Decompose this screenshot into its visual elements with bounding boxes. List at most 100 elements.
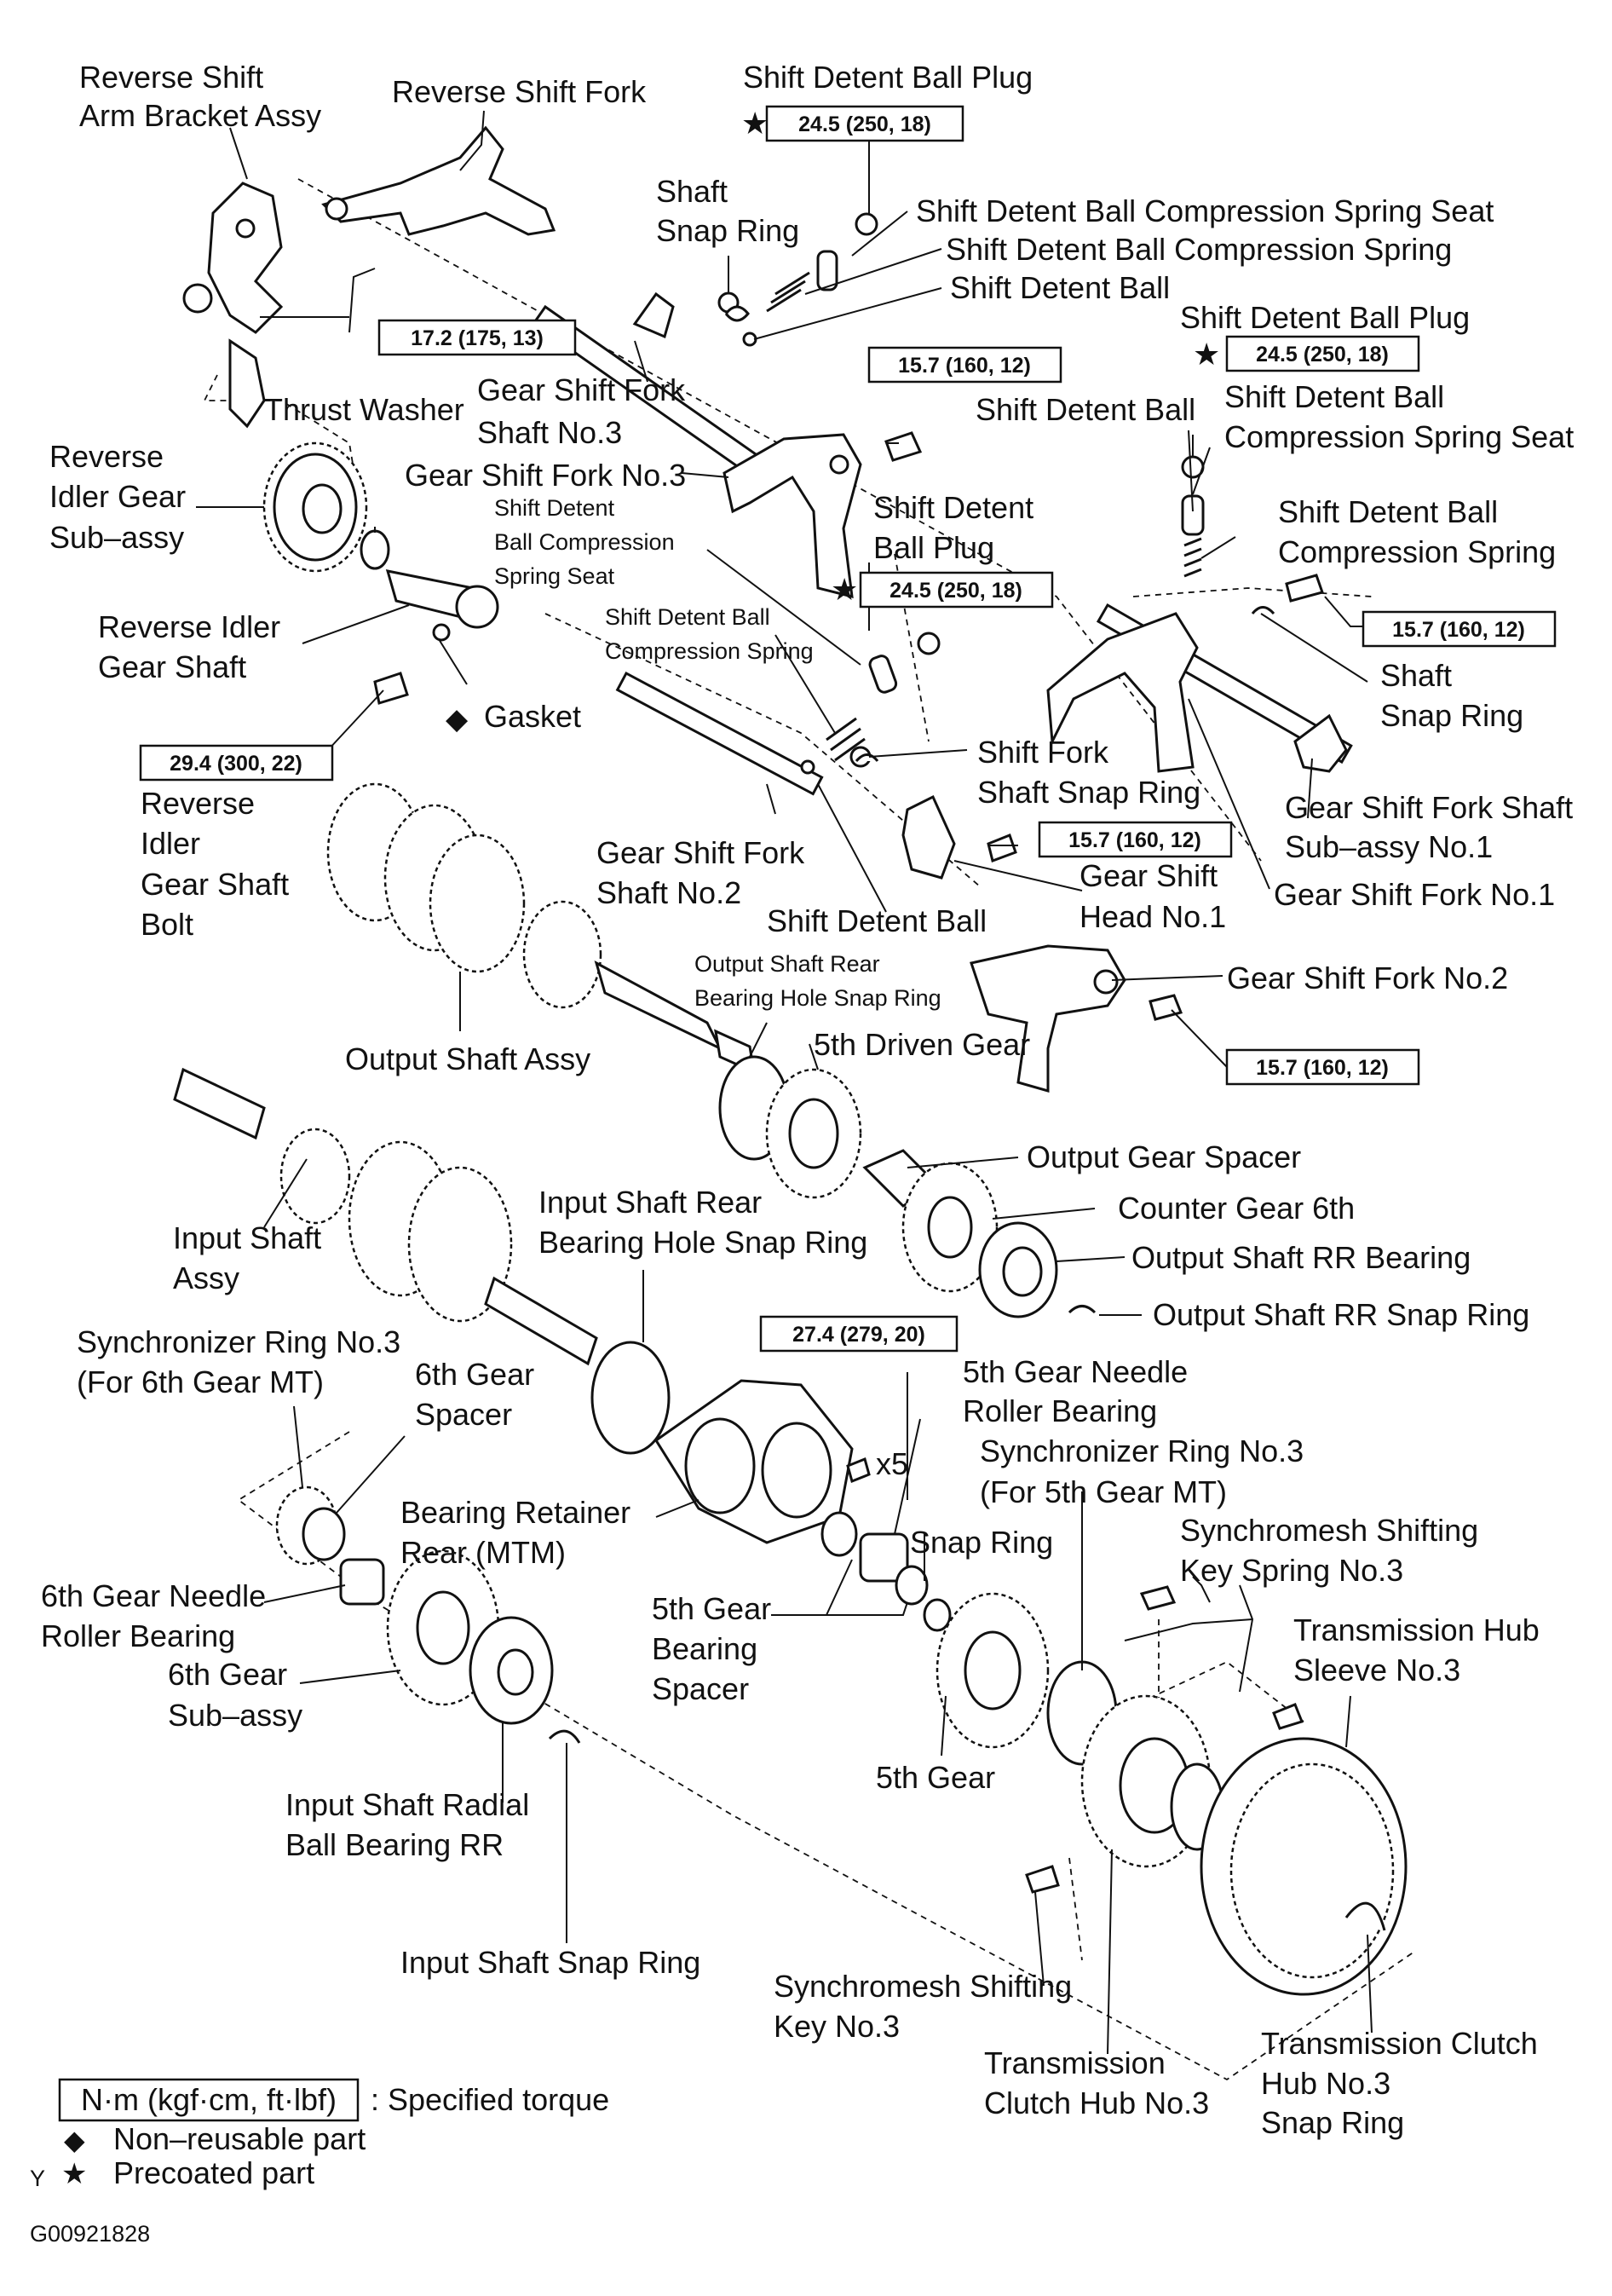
legend-torque-sample: N·m (kgf·cm, ft·lbf)	[81, 2082, 337, 2117]
torque-bracket: 17.2 (175, 13)	[411, 326, 544, 350]
torque-specs: 24.5 (250, 18) 17.2 (175, 13) 15.7 (160,…	[139, 105, 1557, 1353]
label-input-shaft-rear-snap-ring-b: Bearing Hole Snap Ring	[538, 1225, 867, 1260]
label-gear-shift-fork-no2: Gear Shift Fork No.2	[1227, 961, 1508, 995]
label-input-shaft-rear-snap-ring-a: Input Shaft Rear	[538, 1185, 762, 1220]
label-sync-ring-6th-b: (For 6th Gear MT)	[77, 1364, 324, 1399]
label-gear-shift-fork-no1: Gear Shift Fork No.1	[1274, 877, 1555, 912]
label-idler-gear-shaft-bolt-a: Reverse	[141, 786, 255, 821]
reverse-idler-gear-shaft-drawing	[385, 569, 499, 629]
legend: N·m (kgf·cm, ft·lbf) : Specified torque …	[30, 2078, 609, 2247]
label-clutch-hub-snap-ring-b: Hub No.3	[1261, 2066, 1390, 2101]
label-gear-shift-head-no1-a: Gear Shift	[1079, 858, 1218, 893]
part-labels: Reverse Shift Arm Bracket Assy Reverse S…	[41, 60, 1574, 2140]
precoated-star-icon: ★	[1193, 337, 1220, 372]
label-fifth-gear-bearing-spacer-c: Spacer	[652, 1671, 749, 1706]
label-gear-shift-fork-no3: Gear Shift Fork No.3	[405, 458, 686, 493]
label-sync-ring-6th-a: Synchronizer Ring No.3	[77, 1324, 400, 1359]
label-reverse-shift-fork: Reverse Shift Fork	[392, 74, 647, 109]
label-sixth-gear-spacer-a: 6th Gear	[415, 1357, 534, 1392]
legend-star-icon: ★	[61, 2158, 87, 2190]
non-reusable-diamond-icon: ◆	[446, 703, 469, 736]
label-input-shaft-assy-a: Input Shaft	[173, 1220, 321, 1255]
label-bearing-retainer-rear-b: Rear (MTM)	[400, 1535, 566, 1570]
label-gear-shift-fork-shaft-no3-a: Gear Shift Fork	[477, 372, 686, 407]
torque-fork2: 15.7 (160, 12)	[1256, 1056, 1389, 1080]
label-fifth-gear-bearing-spacer-b: Bearing	[652, 1631, 757, 1666]
gear-shift-fork-shaft-no2-drawing	[615, 671, 824, 796]
leader-lines	[196, 110, 1373, 2055]
label-input-shaft-radial-bearing-b: Ball Bearing RR	[285, 1827, 504, 1862]
label-hub-sleeve-no3-a: Transmission Hub	[1293, 1612, 1540, 1647]
torque-box-head1	[1038, 821, 1233, 858]
gear-shift-fork-no3-drawing	[723, 433, 862, 598]
label-hub-sleeve-no3-b: Sleeve No.3	[1293, 1653, 1460, 1687]
torque-plug-top: 24.5 (250, 18)	[798, 112, 931, 136]
label-reverse-idler-gear-a: Reverse	[49, 439, 164, 474]
label-sdb-compression-spring-seat-2b: Compression Spring Seat	[1224, 419, 1574, 454]
reverse-shift-arm-bracket-drawing	[182, 182, 284, 429]
label-counter-gear-6th: Counter Gear 6th	[1118, 1191, 1355, 1226]
label-idler-gear-shaft-bolt-b: Idler	[141, 826, 200, 861]
label-fifth-gear-needle-bearing-a: 5th Gear Needle	[963, 1354, 1188, 1389]
output-shaft-rr-bearing-drawing	[978, 1221, 1058, 1318]
label-gasket: Gasket	[484, 699, 581, 734]
label-sdb-spring-small-a: Shift Detent Ball	[605, 604, 770, 630]
label-sdb-seat-small-b: Ball Compression	[494, 529, 675, 555]
torque-plug-right: 24.5 (250, 18)	[1256, 343, 1389, 366]
label-shift-fork-shaft-snap-ring-b: Shaft Snap Ring	[977, 775, 1200, 810]
thrust-washer-drawing	[360, 529, 390, 570]
counter-gear-6th-drawing	[901, 1162, 999, 1293]
label-sdb-spring-small-b: Compression Spring	[605, 638, 814, 664]
label-shift-detent-ball-plug-3b: Ball Plug	[873, 530, 994, 565]
fifth-gear-group-drawing	[820, 1511, 1118, 1766]
label-output-gear-spacer: Output Gear Spacer	[1027, 1139, 1301, 1174]
label-shifting-key-no3-b: Key No.3	[774, 2009, 900, 2044]
precoated-star-icon: ★	[831, 572, 858, 607]
parts	[173, 125, 1408, 1996]
input-shaft-assy-drawing	[173, 1067, 598, 1366]
torque-box-fork3	[867, 346, 1062, 384]
legend-torque-desc: : Specified torque	[371, 2082, 609, 2117]
label-shift-detent-ball-3: Shift Detent Ball	[767, 903, 987, 938]
label-reverse-shift-arm-bracket-2: Arm Bracket Assy	[79, 98, 321, 133]
label-gear-shift-head-no1-b: Head No.1	[1079, 899, 1226, 934]
label-shift-detent-ball-plug-3a: Shift Detent	[873, 490, 1033, 525]
label-shaft-snap-ring-1b: Snap Ring	[656, 213, 799, 248]
label-shift-detent-ball-1: Shift Detent Ball	[950, 270, 1170, 305]
label-fifth-gear-bearing-spacer-a: 5th Gear	[652, 1591, 771, 1626]
label-bearing-retainer-rear-a: Bearing Retainer	[400, 1495, 630, 1530]
label-shaft-snap-ring-2b: Snap Ring	[1380, 698, 1523, 733]
label-reverse-idler-gear-b: Idler Gear	[49, 479, 186, 514]
torque-retainer: 27.4 (279, 20)	[792, 1323, 925, 1347]
gear-shift-fork-no2-drawing	[970, 944, 1126, 1093]
label-output-shaft-rear-snap-ring-a: Output Shaft Rear	[694, 951, 880, 977]
label-gear-shift-fork-shaft-subassy-no1-b: Sub–assy No.1	[1285, 829, 1493, 864]
label-fifth-gear-needle-bearing-b: Roller Bearing	[963, 1393, 1157, 1428]
label-reverse-idler-gear-shaft-b: Gear Shaft	[98, 649, 246, 684]
legend-non-reusable: Non–reusable part	[113, 2121, 366, 2156]
label-sixth-gear-needle-bearing-b: Roller Bearing	[41, 1618, 235, 1653]
label-reverse-shift-arm-bracket-1: Reverse Shift	[79, 60, 263, 95]
label-sdb-compression-spring-1: Shift Detent Ball Compression Spring	[946, 232, 1452, 267]
label-input-shaft-assy-b: Assy	[173, 1260, 239, 1295]
label-sdb-compression-spring-2a: Shift Detent Ball	[1278, 494, 1498, 529]
label-output-shaft-assy: Output Shaft Assy	[345, 1041, 590, 1076]
torque-box-fork2	[1225, 1048, 1420, 1086]
gear-shift-head-no1-drawing	[901, 794, 1017, 880]
legend-corner-mark: Y	[30, 2166, 45, 2191]
label-clutch-hub-no3-a: Transmission	[984, 2045, 1166, 2080]
output-shaft-rr-snap-ring-drawing	[1068, 1305, 1097, 1314]
label-shift-detent-ball-plug-2: Shift Detent Ball Plug	[1180, 300, 1470, 335]
label-sdb-compression-spring-seat-1: Shift Detent Ball Compression Spring Sea…	[916, 193, 1494, 228]
precoated-star-icon: ★	[741, 106, 769, 141]
label-sdb-seat-small-c: Spring Seat	[494, 563, 615, 589]
torque-plug-center: 24.5 (250, 18)	[889, 579, 1022, 603]
reverse-idler-gear-drawing	[262, 441, 368, 573]
label-input-shaft-radial-bearing-a: Input Shaft Radial	[285, 1787, 529, 1822]
label-idler-gear-shaft-bolt-c: Gear Shaft	[141, 867, 289, 902]
label-snap-ring: Snap Ring	[910, 1525, 1053, 1560]
torque-box-plug-top	[765, 105, 964, 142]
label-fifth-gear: 5th Gear	[876, 1760, 995, 1795]
torque-box-retainer	[759, 1315, 959, 1353]
